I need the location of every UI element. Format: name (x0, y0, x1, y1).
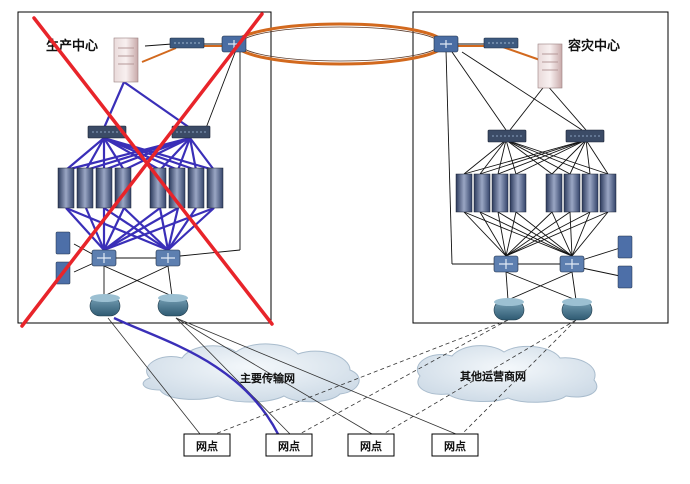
dr-access-switch-right-icon (559, 255, 585, 273)
dr-server-group-right-icon (545, 173, 617, 213)
dr-router-left-icon (493, 298, 525, 321)
branch-node-4: 网点 (431, 433, 479, 457)
prod-server-group-right-icon (149, 167, 224, 209)
dr-access-switch-left-icon (493, 255, 519, 273)
prod-core-switch-left-icon (87, 125, 127, 139)
branch-label: 网点 (278, 439, 300, 453)
main-transport-label: 主要传输网 (240, 371, 295, 385)
dr-tower-server-icon (537, 43, 563, 89)
dr-storage-icon (617, 235, 633, 289)
branch-node-3: 网点 (347, 433, 395, 457)
dr-server-group-left-icon (455, 173, 527, 213)
main-primary-branch-link (113, 316, 280, 435)
failure-cross-icon (20, 12, 274, 328)
other-carrier-cloud (417, 345, 598, 403)
production-center-box (17, 11, 272, 324)
orange-link-dr (499, 45, 541, 61)
prod-server-group-left-icon (57, 167, 132, 209)
branch-label: 网点 (196, 439, 218, 453)
dr-core-switch-left-icon (487, 129, 527, 143)
branch-node-1: 网点 (183, 433, 231, 457)
dr-center-box (412, 11, 669, 324)
dr-center-label: 容灾中心 (567, 38, 620, 54)
prod-router-right-icon (157, 294, 189, 317)
dr-wan-switch-icon (483, 37, 519, 49)
dr-links (445, 43, 621, 301)
branch-links-dashed (209, 319, 577, 437)
dr-wan-router-icon (433, 35, 459, 53)
branch-links-solid (107, 317, 457, 435)
orange-link-prod (141, 47, 177, 63)
other-carrier-label: 其他运营商网 (460, 369, 526, 383)
dr-router-right-icon (561, 298, 593, 321)
wan-ring-inner (239, 26, 441, 62)
branch-label: 网点 (360, 439, 382, 453)
dr-core-switch-right-icon (565, 129, 605, 143)
branch-label: 网点 (444, 439, 466, 453)
prod-tower-server-icon (113, 37, 139, 83)
prod-wan-switch-icon (169, 37, 205, 49)
prod-router-left-icon (89, 294, 121, 317)
branch-node-2: 网点 (265, 433, 313, 457)
prod-access-switch-left-icon (91, 249, 117, 267)
prod-access-switch-right-icon (155, 249, 181, 267)
prod-core-switch-right-icon (171, 125, 211, 139)
production-black-links (73, 43, 241, 297)
